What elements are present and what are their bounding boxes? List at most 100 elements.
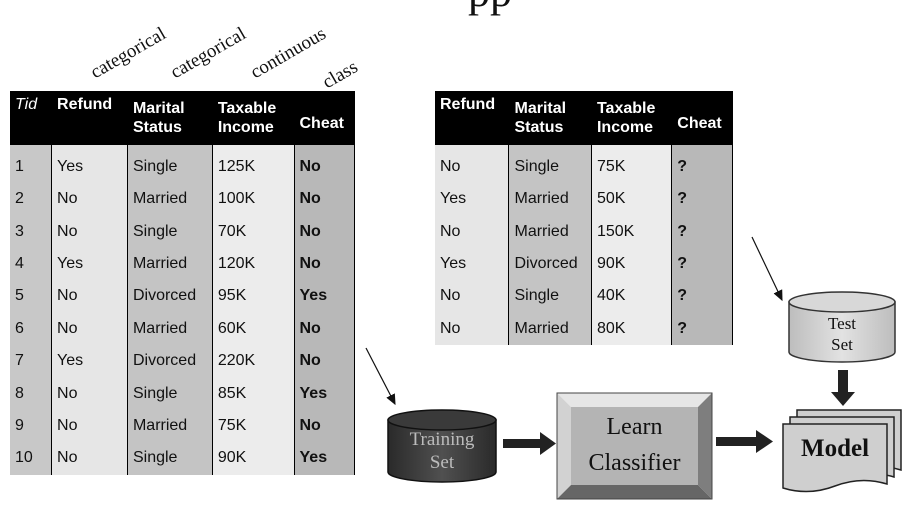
- cell-taxable-income: 220K: [212, 344, 295, 378]
- arrow-learn-to-model: [716, 430, 773, 453]
- cell-taxable-income: 75K: [591, 145, 673, 183]
- cell-taxable-income: 75K: [212, 409, 295, 443]
- cell-marital-status: Single: [127, 442, 213, 475]
- cell-marital-status: Single: [127, 215, 213, 248]
- cell-marital-status: Single: [508, 280, 592, 313]
- cell-refund: No: [51, 215, 128, 248]
- cell-taxable-income: 95K: [212, 280, 295, 313]
- cell-refund: Yes: [51, 145, 128, 183]
- title-fragment: pp: [468, 0, 512, 17]
- cell-tid: 2: [10, 183, 53, 216]
- cell-tid: 7: [10, 344, 53, 378]
- cell-tid: 9: [10, 409, 53, 443]
- cell-cheat: ?: [671, 183, 733, 216]
- cell-refund: No: [435, 215, 510, 248]
- cell-cheat: Yes: [294, 280, 355, 313]
- arrow-training-to-learn: [503, 432, 556, 455]
- pointer-arrow-test: [751, 236, 783, 302]
- th-test-refund: Refund: [435, 91, 510, 145]
- cell-refund: No: [51, 377, 128, 410]
- cell-cheat: No: [294, 409, 355, 443]
- cell-cheat: Yes: [294, 377, 355, 410]
- cell-cheat: No: [294, 312, 355, 345]
- th-test-cheat: Cheat: [671, 91, 733, 145]
- cell-taxable-income: 70K: [212, 215, 295, 248]
- arrow-test-to-model: [831, 370, 855, 406]
- cell-taxable-income: 60K: [212, 312, 295, 345]
- cell-taxable-income: 120K: [212, 247, 295, 281]
- cell-cheat: ?: [671, 247, 733, 281]
- cell-marital-status: Divorced: [127, 344, 213, 378]
- learn-classifier-box: [556, 392, 713, 500]
- cell-tid: 4: [10, 247, 53, 281]
- cell-taxable-income: 125K: [212, 145, 295, 183]
- th-tid: Tid: [10, 91, 53, 145]
- cell-refund: Yes: [435, 183, 510, 216]
- cell-refund: No: [51, 183, 128, 216]
- cell-tid: 8: [10, 377, 53, 410]
- cell-refund: No: [51, 442, 128, 475]
- cell-tid: 3: [10, 215, 53, 248]
- cell-cheat: No: [294, 183, 355, 216]
- cell-refund: No: [435, 280, 510, 313]
- cell-marital-status: Single: [127, 145, 213, 183]
- cell-taxable-income: 80K: [591, 312, 673, 345]
- cell-taxable-income: 150K: [591, 215, 673, 248]
- cell-marital-status: Married: [127, 409, 213, 443]
- cell-refund: No: [51, 409, 128, 443]
- cell-marital-status: Married: [508, 215, 592, 248]
- cell-cheat: ?: [671, 215, 733, 248]
- training-set-cylinder: [387, 409, 497, 483]
- cell-marital-status: Single: [508, 145, 592, 183]
- cell-taxable-income: 50K: [591, 183, 673, 216]
- test-set-cylinder: [788, 291, 896, 363]
- th-cheat: Cheat: [294, 91, 355, 145]
- cell-taxable-income: 90K: [212, 442, 295, 475]
- cell-cheat: ?: [671, 280, 733, 313]
- cell-cheat: No: [294, 247, 355, 281]
- cell-marital-status: Married: [127, 247, 213, 281]
- model-document-stack: [782, 409, 902, 493]
- cell-marital-status: Married: [127, 312, 213, 345]
- cell-tid: 1: [10, 145, 53, 183]
- model-label: Model: [800, 435, 870, 462]
- cell-taxable-income: 40K: [591, 280, 673, 313]
- cell-marital-status: Married: [127, 183, 213, 216]
- cell-cheat: ?: [671, 145, 733, 183]
- cell-refund: No: [51, 312, 128, 345]
- cell-tid: 5: [10, 280, 53, 313]
- cell-marital-status: Married: [508, 183, 592, 216]
- cell-cheat: Yes: [294, 442, 355, 475]
- cell-cheat: No: [294, 344, 355, 378]
- cell-taxable-income: 85K: [212, 377, 295, 410]
- cell-refund: Yes: [51, 344, 128, 378]
- cell-tid: 6: [10, 312, 53, 345]
- th-refund: Refund: [51, 91, 128, 145]
- cell-cheat: ?: [671, 312, 733, 345]
- cell-refund: Yes: [51, 247, 128, 281]
